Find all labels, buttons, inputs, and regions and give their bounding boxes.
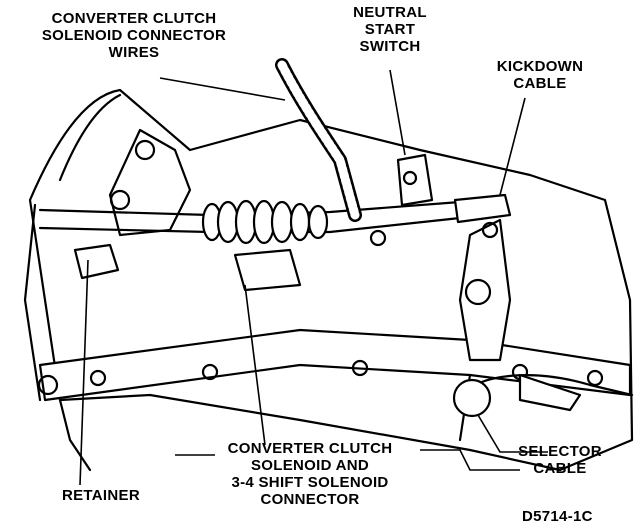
label-line: SOLENOID AND (250, 457, 370, 474)
label-kickdown-cable: KICKDOWN CABLE (480, 58, 600, 92)
label-line: SOLENOID CONNECTOR (41, 27, 227, 44)
label-line: SELECTOR (518, 443, 602, 460)
figure-code: D5714-1C (522, 508, 593, 525)
wire-harness-core (277, 60, 360, 220)
leader-converter-connector (175, 284, 266, 456)
pan-bolt (37, 374, 59, 396)
leader-retainer (79, 259, 89, 486)
label-line: NEUTRAL (353, 4, 427, 21)
manual-lever (458, 218, 512, 362)
label-converter-clutch-wires: CONVERTER CLUTCH SOLENOID CONNECTOR WIRE… (14, 10, 254, 61)
stud-bolt (134, 139, 156, 161)
transmission-case (28, 88, 634, 472)
case-left-flange (23, 203, 42, 402)
label-line: SWITCH (359, 38, 421, 55)
label-line: CONVERTER CLUTCH (227, 440, 393, 457)
label-line: KICKDOWN (496, 58, 584, 75)
pan-bolt (201, 363, 219, 381)
label-converter-shift-connector: CONVERTER CLUTCH SOLENOID AND 3-4 SHIFT … (190, 440, 430, 508)
label-line: CABLE (533, 460, 587, 477)
label-line: CONNECTOR (260, 491, 360, 508)
stud-bolt (109, 189, 131, 211)
lever-nut (464, 278, 492, 306)
pan-bolt (89, 369, 107, 387)
label-selector-cable: SELECTOR CABLE (505, 443, 615, 477)
label-line: CABLE (513, 75, 567, 92)
label-neutral-start-switch: NEUTRAL START SWITCH (340, 4, 440, 55)
case-upper-ridge (58, 93, 122, 182)
label-retainer: RETAINER (62, 487, 140, 504)
retainer-part (73, 243, 120, 280)
leader-kickdown (499, 97, 526, 196)
bracket (108, 128, 192, 237)
label-line: 3-4 SHIFT SOLENOID (231, 474, 389, 491)
leader-right-bracket (420, 449, 520, 471)
label-line: WIRES (108, 44, 160, 61)
leader-neutral-switch (389, 69, 406, 156)
pan-bolt (586, 369, 604, 387)
solenoid-connector (233, 248, 302, 292)
selector-cable-end (452, 378, 492, 418)
leader-selector (477, 414, 548, 453)
leader-wires (159, 77, 286, 101)
pan-bolt (351, 359, 369, 377)
bellows-boot (201, 199, 329, 245)
label-line: START (364, 21, 416, 38)
kickdown-cable-end (453, 193, 512, 224)
label-line: CONVERTER CLUTCH (51, 10, 217, 27)
